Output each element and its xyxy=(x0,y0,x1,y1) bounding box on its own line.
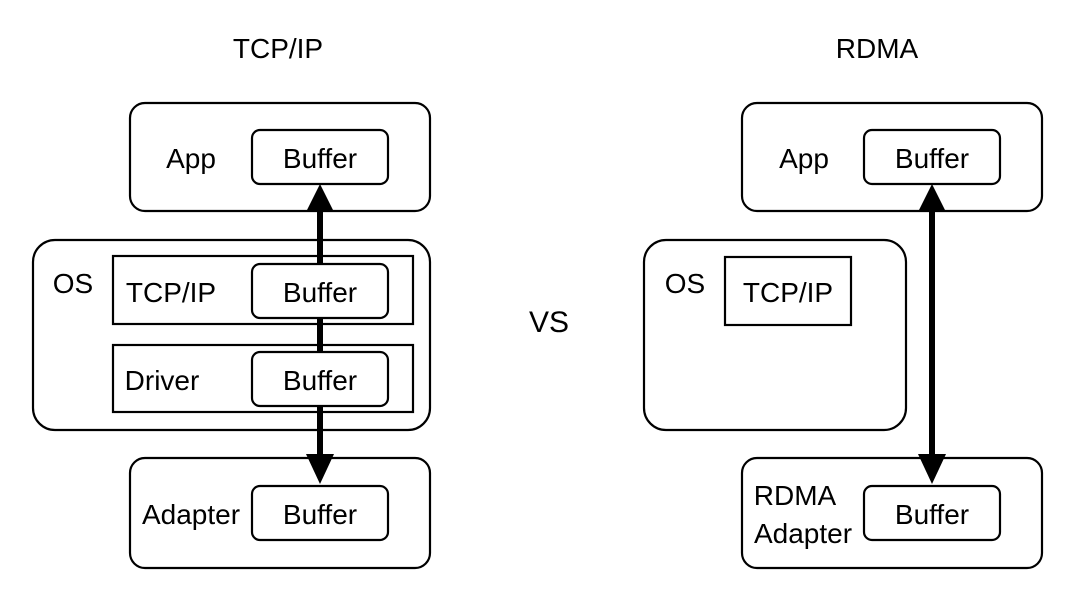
right-column-title: RDMA xyxy=(836,33,919,64)
rdma-os-layer: OS TCP/IP xyxy=(642,238,908,432)
tcp-tcpip-label: TCP/IP xyxy=(126,277,216,308)
rdma-adapter-label-line2: Adapter xyxy=(754,518,852,549)
tcp-driver-label: Driver xyxy=(125,365,200,396)
rdma-arrow-head-up xyxy=(918,184,946,212)
tcp-adapter-buffer-box xyxy=(250,484,390,542)
tcp-adapter-layer: Adapter Buffer xyxy=(128,456,432,570)
tcp-os-label: OS xyxy=(53,268,93,299)
rdma-app-buffer-label: Buffer xyxy=(895,143,969,174)
tcp-app-buffer-label: Buffer xyxy=(283,143,357,174)
rdma-arrow-head-down xyxy=(918,454,946,484)
rdma-adapter-buffer-label: Buffer xyxy=(895,499,969,530)
tcp-data-path-arrow xyxy=(306,184,334,484)
tcp-os-layer: OS TCP/IP Buffer Driver Buffer xyxy=(31,238,432,432)
rdma-tcpip-label: TCP/IP xyxy=(743,277,833,308)
rdma-app-layer: App Buffer xyxy=(740,101,1044,213)
rdma-adapter-label-line1: RDMA xyxy=(754,480,837,511)
rdma-data-path-arrow xyxy=(918,184,946,484)
tcp-adapter-label: Adapter xyxy=(142,499,240,530)
tcp-arrow-head-up xyxy=(306,184,334,212)
rdma-adapter-buffer-box xyxy=(862,484,1002,542)
rdma-adapter-layer: RDMA Adapter Buffer xyxy=(740,456,1044,570)
rdma-app-label: App xyxy=(779,143,829,174)
tcp-tcpip-buffer-label: Buffer xyxy=(283,277,357,308)
rdma-tcpip-box xyxy=(723,255,853,327)
rdma-os-label: OS xyxy=(665,268,705,299)
tcp-arrow-head-down xyxy=(306,454,334,484)
vs-label: VS xyxy=(529,306,569,339)
tcp-driver-buffer-label: Buffer xyxy=(283,365,357,396)
tcp-app-label: App xyxy=(166,143,216,174)
tcp-adapter-buffer-label: Buffer xyxy=(283,499,357,530)
left-column-title: TCP/IP xyxy=(233,33,323,64)
tcp-app-layer: App Buffer xyxy=(128,101,432,213)
